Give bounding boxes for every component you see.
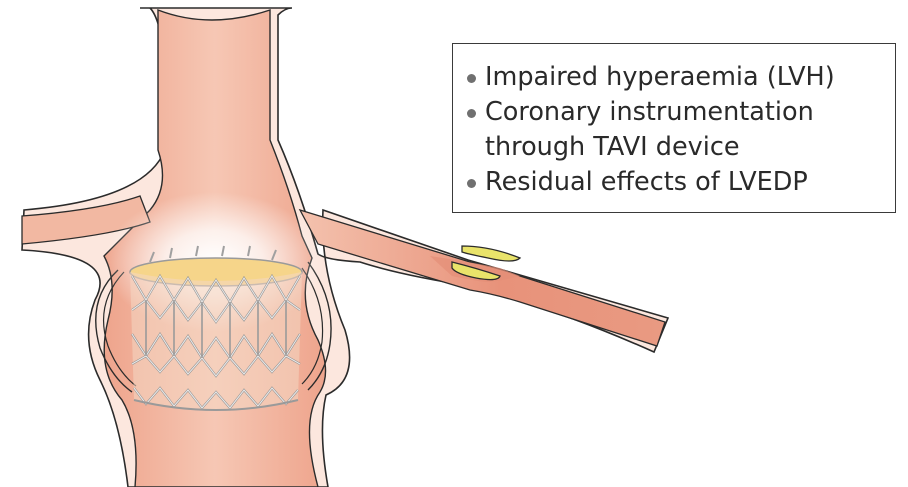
callout-item-text: Impaired hyperaemia (LVH) bbox=[485, 60, 835, 95]
callout-item: Impaired hyperaemia (LVH) bbox=[467, 60, 885, 95]
callout-list: Impaired hyperaemia (LVH) Coronary instr… bbox=[467, 60, 885, 200]
callout-item: Coronary instrumentation through TAVI de… bbox=[467, 95, 885, 165]
bullet-icon bbox=[467, 179, 476, 188]
tavi-stent-icon bbox=[130, 246, 302, 410]
callout-item-text: Residual effects of LVEDP bbox=[485, 165, 808, 200]
callout-item-text: Coronary instrumentation through TAVI de… bbox=[485, 95, 814, 165]
callout-box: Impaired hyperaemia (LVH) Coronary instr… bbox=[452, 43, 896, 213]
callout-item: Residual effects of LVEDP bbox=[467, 165, 885, 200]
bullet-icon bbox=[467, 74, 476, 83]
bullet-icon bbox=[467, 109, 476, 118]
